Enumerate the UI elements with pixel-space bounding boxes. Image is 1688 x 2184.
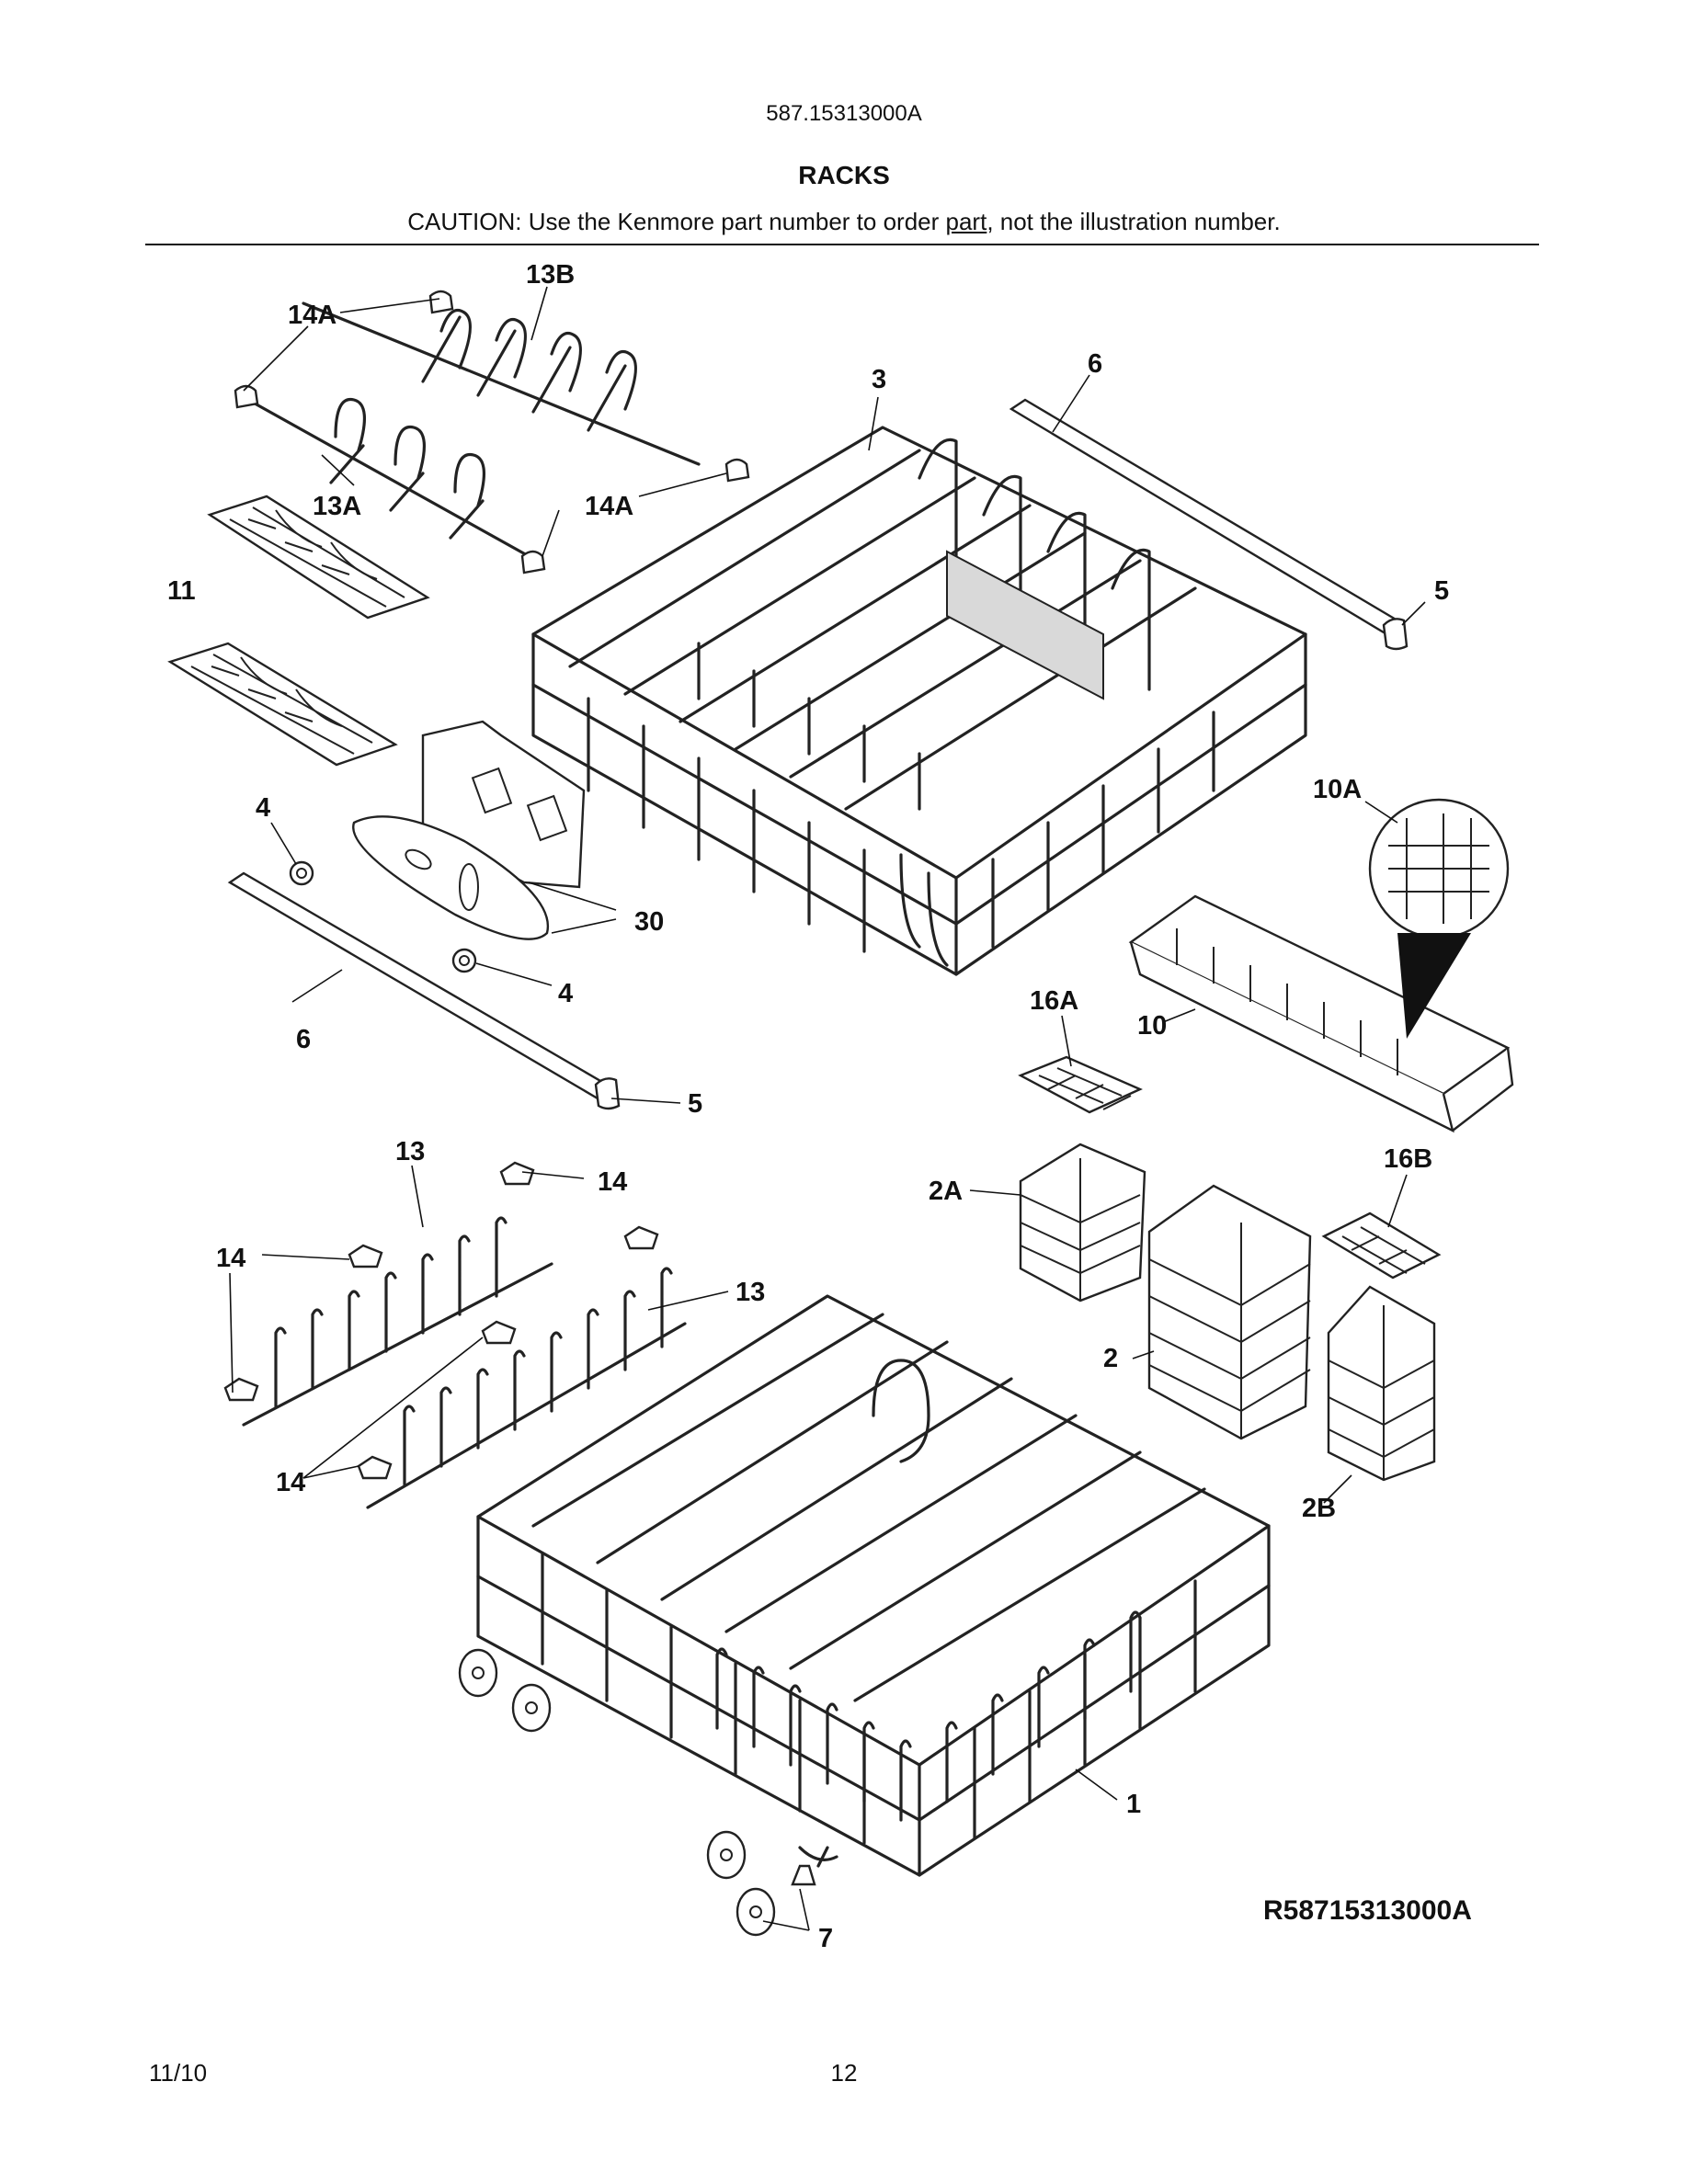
tine-row-13 [242,1216,687,1509]
callout-6-top: 6 [1088,349,1102,379]
callout-14a-top: 14A [288,301,336,330]
callout-2a: 2A [929,1177,963,1206]
callout-13a: 13A [313,492,361,521]
grid-16a-icon [1018,1055,1143,1114]
wheel-7-icon [458,1648,816,1937]
callout-10a: 10A [1313,775,1362,804]
callout-3: 3 [872,365,886,394]
basket-2-icon [1147,1184,1312,1440]
callout-14a-mid: 14A [585,492,633,521]
wheel-4-icon [289,860,477,973]
header-divider [145,244,1539,245]
tine-clip-14-icon [223,1161,659,1480]
cup-shelf-11-icon [167,495,430,767]
callout-7: 7 [818,1924,833,1953]
basket-detail-10a-icon [1368,798,1510,1039]
callout-5-top: 5 [1434,576,1449,606]
callout-11: 11 [167,576,196,606]
callout-13b: 13B [526,260,575,290]
grid-16b-icon [1321,1211,1442,1280]
wire-rail-13a [246,397,530,558]
callout-1: 1 [1126,1790,1141,1819]
callout-14-left: 14 [216,1244,245,1273]
wire-rail-13b [302,301,701,466]
callout-4-left: 4 [256,793,270,823]
page-title: RACKS [798,161,890,189]
caution-suffix: , not the illustration number. [987,208,1281,235]
callout-4-right: 4 [558,979,573,1008]
callout-13-top: 13 [395,1137,425,1166]
callout-16a: 16A [1030,986,1078,1016]
basket-2a-icon [1019,1143,1146,1302]
page-number: 12 [830,2059,858,2087]
rail-end-cap-5-icon [594,618,1409,1110]
model-number: 587.15313000A [766,101,922,126]
callout-6-bottom: 6 [296,1025,311,1054]
upper-rack-3 [531,426,1307,976]
caution-note: CAUTION: Use the Kenmore part number to … [0,208,1688,236]
callout-2: 2 [1103,1344,1118,1373]
callout-16b: 16B [1384,1144,1432,1174]
diagram-reference: R58715313000A [1263,1895,1472,1926]
callout-13-right: 13 [736,1278,765,1307]
lower-rack-1 [476,1294,1271,1877]
callout-30: 30 [634,907,664,937]
leader-lines [229,286,1426,1931]
revision-date: 11/10 [149,2059,208,2087]
caution-prefix: CAUTION: Use the Kenmore part number to … [407,208,946,235]
callout-2b: 2B [1302,1494,1336,1523]
caution-link[interactable]: part [945,208,987,235]
callout-labels: 13B 14A 3 6 13A 14A 11 5 10A 4 30 4 16A … [167,260,1449,1953]
end-cap-14a-icon [234,290,750,574]
basket-10-icon [1128,894,1514,1133]
callout-14-top: 14 [598,1167,627,1197]
callout-10: 10 [1137,1011,1167,1041]
callout-14-bottom: 14 [276,1468,305,1497]
adjuster-30-icon [352,720,586,940]
callout-5-bottom: 5 [688,1089,702,1119]
basket-2b-icon [1327,1285,1436,1482]
